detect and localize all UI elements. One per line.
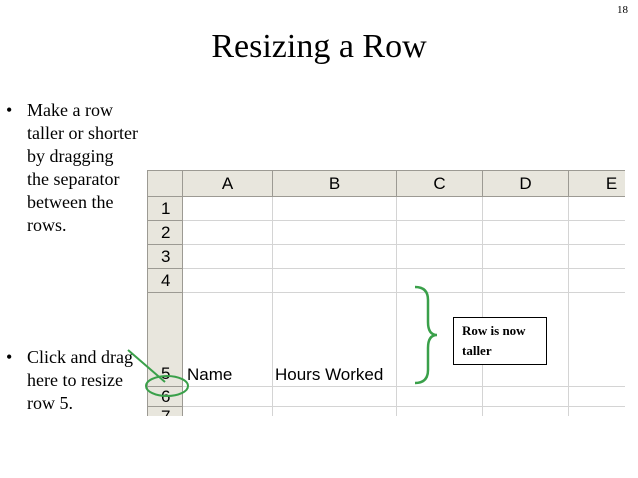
sheet-left-border: [147, 170, 148, 416]
column-header-b[interactable]: B: [273, 171, 397, 197]
row-header-7[interactable]: 7: [147, 407, 183, 416]
grid-cell[interactable]: [273, 197, 397, 221]
grid-cell[interactable]: [273, 221, 397, 245]
sheet-top-border: [147, 170, 625, 171]
column-header-d[interactable]: D: [483, 171, 569, 197]
drag-target-circle: [145, 375, 189, 397]
grid-cell[interactable]: [569, 387, 625, 407]
grid-cell[interactable]: [569, 269, 625, 293]
grid-cell[interactable]: [483, 387, 569, 407]
grid-cell[interactable]: [569, 221, 625, 245]
spreadsheet-grid: A B C D E 1 2 3 4 5 6 7 Name Hours Worke…: [147, 171, 625, 416]
grid-cell[interactable]: [183, 245, 273, 269]
row-header-3[interactable]: 3: [147, 245, 183, 269]
grid-cell[interactable]: [397, 269, 483, 293]
grid-cell[interactable]: [273, 387, 397, 407]
grid-cell[interactable]: [483, 407, 569, 416]
grid-cell[interactable]: [183, 293, 273, 387]
column-header-a[interactable]: A: [183, 171, 273, 197]
cell-b5[interactable]: Hours Worked: [275, 365, 384, 384]
grid-cell[interactable]: [569, 197, 625, 221]
bullet-text: Make a row taller or shorter by dragging…: [27, 100, 138, 235]
bullet-dot-icon: •: [6, 100, 13, 120]
grid-cell[interactable]: [569, 293, 625, 387]
bullet-text: Click and drag here to resize row 5.: [27, 347, 133, 413]
row-header-1[interactable]: 1: [147, 197, 183, 221]
grid-cell[interactable]: [183, 221, 273, 245]
bullet-dot-icon: •: [6, 347, 13, 367]
column-header-c[interactable]: C: [397, 171, 483, 197]
grid-cell[interactable]: [273, 245, 397, 269]
select-all-corner[interactable]: [147, 171, 183, 197]
grid-cell[interactable]: [397, 407, 483, 416]
brace-icon: [414, 285, 438, 385]
grid-cell[interactable]: [569, 245, 625, 269]
grid-cell[interactable]: [397, 245, 483, 269]
grid-cell[interactable]: [397, 221, 483, 245]
grid-cell[interactable]: [273, 407, 397, 416]
grid-cell[interactable]: [483, 269, 569, 293]
callout-row-taller: Row is now taller: [453, 317, 547, 365]
grid-cell[interactable]: [183, 387, 273, 407]
grid-cell[interactable]: [397, 197, 483, 221]
row-header-4[interactable]: 4: [147, 269, 183, 293]
slide-title: Resizing a Row: [211, 28, 427, 65]
slide-number: 18: [617, 4, 628, 16]
grid-cell[interactable]: [183, 407, 273, 416]
grid-cell[interactable]: [273, 269, 397, 293]
grid-cell[interactable]: [483, 221, 569, 245]
column-header-e[interactable]: E: [569, 171, 625, 197]
grid-cell[interactable]: [183, 269, 273, 293]
cell-a5[interactable]: Name: [187, 365, 233, 384]
grid-cell[interactable]: [483, 197, 569, 221]
grid-cell[interactable]: [483, 293, 569, 387]
row-header-2[interactable]: 2: [147, 221, 183, 245]
grid-cell[interactable]: [183, 197, 273, 221]
grid-cell[interactable]: [273, 293, 397, 387]
grid-cell[interactable]: [397, 387, 483, 407]
grid-cell[interactable]: [483, 245, 569, 269]
